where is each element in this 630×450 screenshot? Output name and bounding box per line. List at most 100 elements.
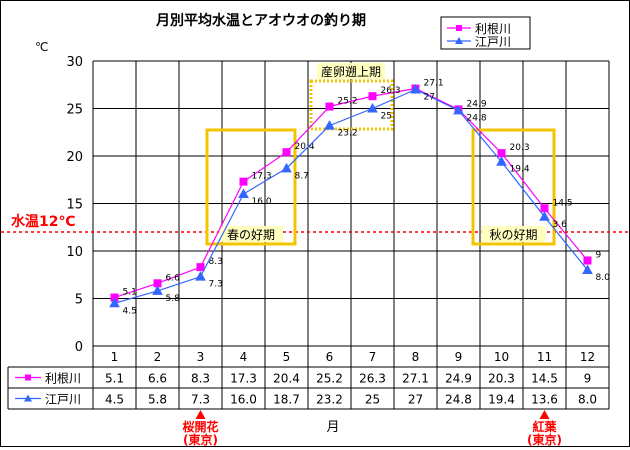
y-tick-label: 5 bbox=[75, 293, 83, 308]
data-point bbox=[583, 256, 592, 265]
data-label: 19.4 bbox=[510, 165, 530, 175]
table-legend-marker bbox=[25, 374, 31, 381]
x-tick-label: 3 bbox=[197, 350, 205, 364]
data-point bbox=[239, 177, 248, 186]
table-cell: 23.2 bbox=[316, 393, 343, 407]
table-cell: 26.3 bbox=[359, 372, 386, 386]
data-label: 27 bbox=[424, 93, 435, 103]
legend bbox=[440, 16, 531, 50]
x-tick-label: 12 bbox=[580, 350, 595, 364]
data-label: 20.4 bbox=[295, 142, 315, 152]
y-tick-label: 30 bbox=[66, 55, 83, 70]
data-point bbox=[410, 83, 421, 94]
data-point bbox=[324, 120, 335, 130]
x-tick-label: 10 bbox=[494, 350, 509, 364]
table-series-name: 江戸川 bbox=[45, 393, 81, 407]
period-label-bg bbox=[317, 63, 385, 79]
data-label: 16.0 bbox=[252, 197, 272, 207]
table-cell: 20.3 bbox=[488, 372, 515, 386]
table-cell: 27 bbox=[408, 393, 423, 407]
data-label: 25 bbox=[381, 112, 392, 122]
period-label-bg bbox=[219, 226, 283, 242]
legend-label: 江戸川 bbox=[475, 35, 511, 49]
x-tick-label: 8 bbox=[412, 350, 420, 364]
x-tick-label: 4 bbox=[240, 350, 248, 364]
series-line-tone bbox=[114, 87, 588, 299]
period-label-bg bbox=[481, 226, 546, 242]
table-cell: 8.0 bbox=[578, 393, 597, 407]
data-label: 8.3 bbox=[209, 257, 223, 267]
x-tick-label: 2 bbox=[154, 350, 162, 364]
table-cell: 25.2 bbox=[316, 372, 343, 386]
data-label: 17.3 bbox=[252, 172, 272, 182]
table-cell: 18.7 bbox=[273, 393, 300, 407]
table-cell: 5.1 bbox=[105, 372, 124, 386]
data-point bbox=[368, 92, 377, 101]
data-label: 23.2 bbox=[338, 129, 358, 139]
y-tick-label: 0 bbox=[75, 340, 83, 355]
period-box bbox=[471, 128, 556, 246]
table-cell: 24.9 bbox=[445, 372, 472, 386]
data-label: 5.1 bbox=[123, 288, 137, 298]
data-point bbox=[582, 264, 593, 274]
data-label: 3.6 bbox=[553, 220, 568, 230]
annotation-label: 桜開花 bbox=[182, 419, 218, 434]
data-point bbox=[281, 162, 292, 173]
data-point bbox=[325, 102, 334, 111]
data-label: 27.1 bbox=[424, 79, 444, 89]
data-point bbox=[238, 188, 249, 198]
data-label: 24.9 bbox=[467, 99, 487, 109]
legend-marker bbox=[456, 25, 462, 31]
data-label: 8.0 bbox=[596, 273, 611, 283]
table-cell: 24.8 bbox=[445, 393, 472, 407]
x-tick-label: 6 bbox=[326, 350, 334, 364]
y-axis-unit: ℃ bbox=[35, 40, 48, 54]
series-line-edo bbox=[114, 88, 588, 304]
y-tick-label: 20 bbox=[66, 150, 83, 165]
data-point bbox=[195, 271, 206, 281]
table-cell: 13.6 bbox=[531, 393, 558, 407]
table-legend-marker bbox=[24, 394, 32, 402]
table-cell: 8.3 bbox=[191, 372, 210, 386]
table-cell: 16.0 bbox=[230, 393, 257, 407]
table-cell: 25 bbox=[365, 393, 380, 407]
data-label: 8.7 bbox=[295, 171, 309, 181]
data-label: 24.8 bbox=[467, 113, 487, 123]
period-box bbox=[205, 128, 297, 246]
data-label: 26.3 bbox=[381, 86, 401, 96]
table-cell: 14.5 bbox=[531, 372, 558, 386]
data-label: 4.5 bbox=[123, 306, 137, 316]
x-tick-label: 1 bbox=[111, 350, 119, 364]
data-point bbox=[282, 148, 291, 157]
legend-label: 利根川 bbox=[475, 22, 511, 36]
data-point bbox=[539, 211, 550, 221]
data-point bbox=[367, 102, 378, 113]
data-label: 6.6 bbox=[166, 273, 181, 283]
x-tick-label: 7 bbox=[369, 350, 377, 364]
period-label: 秋の好期 bbox=[489, 228, 537, 242]
data-label: 9 bbox=[596, 251, 602, 261]
threshold-label: 水温12℃ bbox=[11, 213, 75, 230]
annotation-sublabel: (東京) bbox=[183, 432, 218, 446]
period-label: 産卵遡上期 bbox=[321, 64, 381, 79]
data-point bbox=[453, 104, 464, 115]
annotation-sublabel: (東京) bbox=[527, 432, 562, 446]
data-label: 20.3 bbox=[510, 143, 530, 153]
data-label: 5.8 bbox=[166, 294, 181, 304]
x-tick-label: 11 bbox=[537, 350, 552, 364]
data-point bbox=[109, 297, 120, 308]
annotation-marker bbox=[539, 410, 550, 419]
data-label: 25.2 bbox=[338, 97, 358, 107]
y-tick-label: 25 bbox=[66, 103, 83, 118]
data-point bbox=[152, 285, 163, 295]
period-label: 春の好期 bbox=[227, 228, 275, 242]
data-point bbox=[497, 149, 506, 158]
x-axis-label: 月 bbox=[326, 420, 339, 435]
data-label: 14.5 bbox=[553, 198, 573, 208]
annotation-label: 紅葉 bbox=[532, 419, 557, 434]
table-cell: 17.3 bbox=[230, 372, 257, 386]
x-tick-label: 9 bbox=[455, 350, 463, 364]
y-tick-label: 10 bbox=[66, 245, 83, 260]
